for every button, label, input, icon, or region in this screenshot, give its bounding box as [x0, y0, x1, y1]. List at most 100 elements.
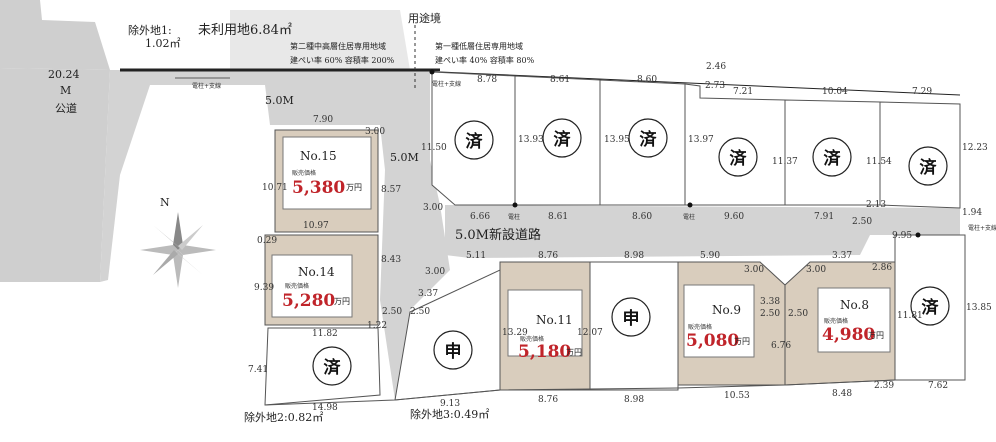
- sold-mark: 済: [454, 120, 494, 160]
- dim-label: 8.61: [548, 212, 568, 222]
- svg-text:万円: 万円: [868, 331, 884, 340]
- dim-label: 2.86: [872, 263, 892, 273]
- dim-label: 9.13: [440, 399, 460, 409]
- unused-land-label: 未利用地6.84㎡: [198, 23, 292, 38]
- dim-label: 12.23: [962, 143, 988, 153]
- svg-text:No.14: No.14: [298, 265, 335, 279]
- dim-label: 3.38: [760, 297, 780, 307]
- svg-text:済: 済: [730, 148, 748, 169]
- dim-label: 9.39: [254, 283, 274, 293]
- svg-text:No.15: No.15: [300, 149, 337, 163]
- dim-label: 11.82: [312, 329, 338, 339]
- sold-mark: 済: [628, 118, 668, 158]
- new-road: [445, 205, 960, 258]
- dim-label: 10.71: [262, 183, 288, 193]
- svg-text:4,980: 4,980: [822, 325, 875, 345]
- pole-label-a: 電柱: [508, 213, 520, 221]
- use-boundary-label: 用途境: [408, 11, 441, 25]
- access-road: [100, 70, 450, 400]
- dim-label: 3.00: [365, 127, 385, 137]
- dim-label: 9.95: [892, 231, 912, 241]
- dim-label: 13.85: [966, 303, 992, 313]
- dim-label: 8.76: [538, 395, 558, 405]
- dim-label: 0.29: [257, 236, 277, 246]
- sold-mark: 済: [908, 146, 948, 186]
- applied-mark: 申: [611, 297, 651, 337]
- svg-text:販売価格: 販売価格: [285, 282, 309, 290]
- sold-mark: 済: [812, 137, 852, 177]
- dim-label: 13.93: [518, 135, 544, 145]
- pole-line-label-1: 電柱+支線: [192, 82, 221, 90]
- exclusion-1-area: 1.02㎡: [145, 37, 181, 50]
- dim-label: 3.00: [744, 265, 764, 275]
- dim-label: 6.66: [470, 212, 490, 222]
- north-label: N: [160, 196, 170, 209]
- dim-label: 1.94: [962, 208, 982, 218]
- svg-text:No.9: No.9: [712, 303, 741, 317]
- dim-label: 2.46: [706, 62, 726, 72]
- dim-label: 10.53: [724, 391, 750, 401]
- svg-text:販売価格: 販売価格: [292, 169, 316, 177]
- dim-label: 8.57: [381, 185, 401, 195]
- pole-line-label-3: 電柱+支線: [968, 224, 996, 232]
- dim-label: 11.81: [897, 311, 923, 321]
- svg-text:万円: 万円: [346, 183, 362, 192]
- sold-mark: 済: [542, 118, 582, 158]
- pole-line-label-2: 電柱+支線: [432, 80, 461, 88]
- dim-label: 3.00: [425, 267, 445, 277]
- dim-label: 8.43: [381, 255, 401, 265]
- lot-14-building: [271, 254, 353, 318]
- lot-15-label: No.15 販売価格 5,380 万円: [292, 149, 362, 198]
- dim-label: 8.78: [477, 75, 497, 85]
- public-road: [0, 0, 110, 70]
- dim-label: 1.22: [367, 321, 387, 331]
- zone-left-ratios: 建ぺい率 60% 容積率 200%: [290, 55, 395, 65]
- dim-label: 3.00: [806, 265, 826, 275]
- svg-text:済: 済: [824, 148, 842, 169]
- dim-label: 2.39: [874, 381, 894, 391]
- dim-label: 8.76: [538, 251, 558, 261]
- svg-text:済: 済: [466, 131, 484, 152]
- svg-text:済: 済: [554, 129, 572, 150]
- lot-15-building: [282, 136, 372, 210]
- dim-label: 13.97: [688, 135, 714, 145]
- north-boundary: [439, 71, 961, 96]
- svg-text:No.8: No.8: [840, 298, 869, 312]
- exclusion-2-label: 除外地2:0.82㎡: [244, 410, 323, 424]
- dim-label: 7.29: [912, 87, 932, 97]
- road-width-a: 5.0M: [265, 94, 294, 107]
- svg-text:済: 済: [324, 357, 342, 378]
- dim-label: 2.50: [788, 309, 808, 319]
- svg-text:済: 済: [922, 297, 940, 318]
- dim-label: 2.50: [382, 307, 402, 317]
- lot-8-label: No.8 販売価格 4,980 万円: [822, 298, 884, 345]
- new-road-label: 5.0M新設道路: [455, 227, 541, 243]
- road-width-b: 5.0M: [390, 151, 419, 164]
- svg-text:5,380: 5,380: [292, 178, 345, 198]
- dim-label: 12.07: [577, 328, 603, 338]
- sold-mark: 済: [910, 286, 950, 326]
- dim-label: 8.60: [637, 75, 657, 85]
- zone-right-ratios: 建ぺい率 40% 容積率 80%: [435, 55, 535, 65]
- unused-land: [230, 10, 410, 70]
- dim-label: 8.98: [624, 251, 644, 261]
- dim-label: 13.95: [604, 135, 630, 145]
- public-road-name: 公道: [55, 101, 77, 115]
- dim-label: 8.98: [624, 395, 644, 405]
- dim-label: 2.50: [852, 217, 872, 227]
- dim-label: 14.98: [312, 403, 338, 413]
- dim-label: 6.76: [771, 341, 791, 351]
- public-road-m: M: [60, 84, 71, 97]
- dim-label: 2.50: [410, 307, 430, 317]
- south-boundary: [264, 379, 965, 406]
- pole-marker-1: [429, 69, 435, 75]
- svg-text:5,180: 5,180: [518, 342, 571, 362]
- svg-text:5,280: 5,280: [282, 291, 335, 311]
- dim-label: 2.73: [705, 81, 725, 91]
- pole-marker-2: [512, 202, 518, 208]
- dim-label: 7.90: [313, 115, 333, 125]
- lot-9-building: [683, 284, 755, 358]
- exclusion-1-label: 除外地1:: [128, 23, 172, 37]
- dim-label: 3.37: [832, 251, 852, 261]
